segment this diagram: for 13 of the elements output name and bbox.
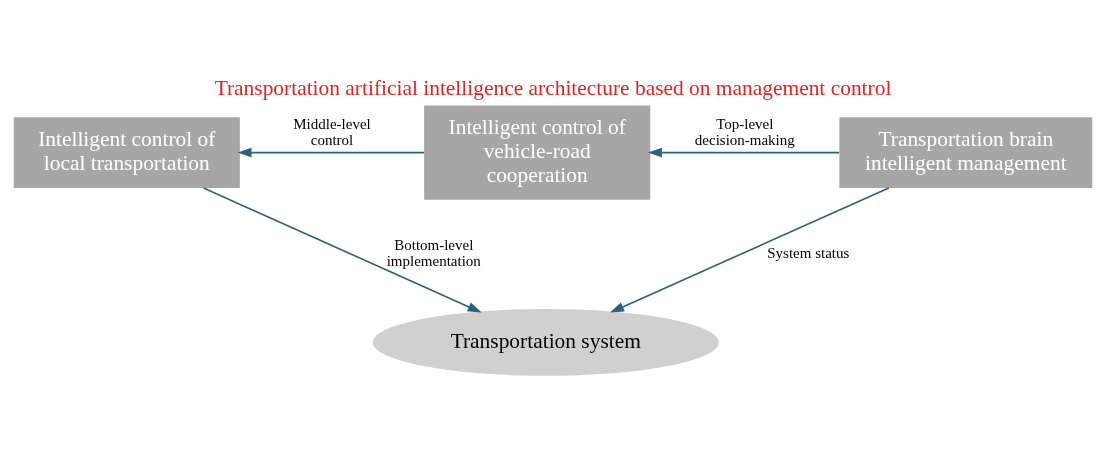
node-box: Transportation brain intelligent management [839, 117, 1093, 188]
edge-label: Bottom-level implementation [386, 237, 481, 270]
edge-label: System status [767, 245, 850, 262]
edge-label: Top-level decision-making [694, 116, 795, 149]
edge-label: Middle-level control [293, 116, 371, 149]
arrow [610, 187, 890, 313]
arrow [647, 147, 840, 158]
node-ellipse: Transportation system [372, 308, 719, 376]
arrow [202, 187, 482, 313]
diagram-title: Transportation artificial intelligence architecture based on management control [214, 75, 892, 100]
arrow [237, 147, 425, 158]
node-box: Intelligent control of vehicle-road cooperation [424, 105, 651, 200]
node-box: Intelligent control of local transportation [13, 117, 240, 188]
